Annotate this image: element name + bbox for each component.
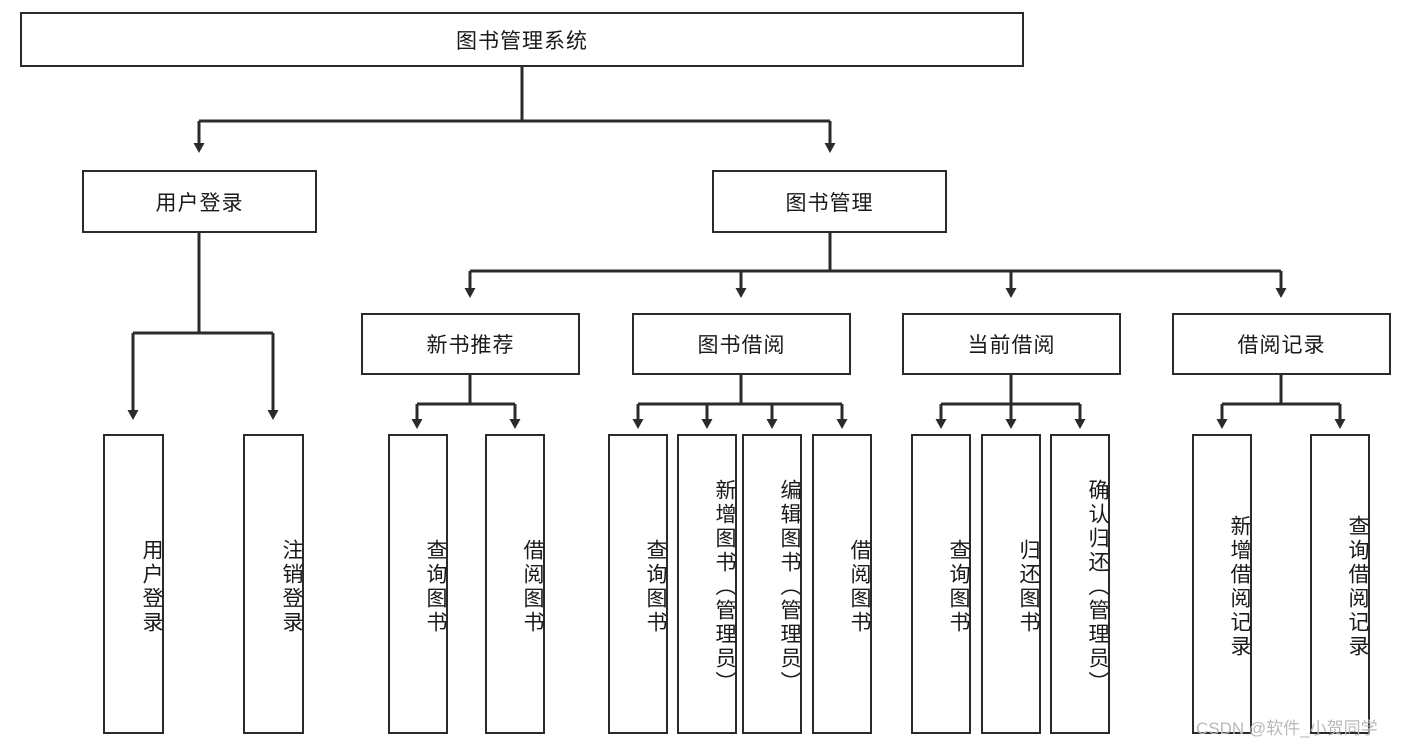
node-label: 查询借阅记录 bbox=[1346, 515, 1369, 659]
leaf-return-book[interactable]: 归还图书 bbox=[981, 434, 1041, 734]
leaf-edit-book-admin[interactable]: 编辑图书（管理员） bbox=[742, 434, 802, 734]
leaf-confirm-return-admin[interactable]: 确认归还（管理员） bbox=[1050, 434, 1110, 734]
leaf-query-book-recommend[interactable]: 查询图书 bbox=[388, 434, 448, 734]
node-book-borrow[interactable]: 图书借阅 bbox=[632, 313, 851, 375]
node-label: 确认归还（管理员） bbox=[1086, 479, 1109, 695]
node-label: 用户登录 bbox=[155, 191, 244, 215]
node-label: 查询图书 bbox=[424, 539, 447, 635]
node-label: 用户登录 bbox=[140, 539, 163, 635]
node-label: 新增借阅记录 bbox=[1228, 515, 1251, 659]
node-label: 查询图书 bbox=[947, 539, 970, 635]
leaf-add-book-admin[interactable]: 新增图书（管理员） bbox=[677, 434, 737, 734]
node-root-system[interactable]: 图书管理系统 bbox=[20, 12, 1024, 67]
leaf-add-borrow-record[interactable]: 新增借阅记录 bbox=[1192, 434, 1252, 734]
node-label: 图书管理系统 bbox=[456, 29, 588, 53]
node-label: 新增图书（管理员） bbox=[713, 479, 736, 695]
node-label: 新书推荐 bbox=[426, 334, 515, 357]
node-label: 借阅记录 bbox=[1237, 334, 1326, 357]
node-label: 当前借阅 bbox=[967, 334, 1056, 357]
node-current-borrow[interactable]: 当前借阅 bbox=[902, 313, 1121, 375]
node-label: 图书管理 bbox=[785, 191, 874, 215]
node-new-book-recommend[interactable]: 新书推荐 bbox=[361, 313, 580, 375]
node-label: 注销登录 bbox=[280, 539, 303, 635]
node-label: 图书借阅 bbox=[697, 334, 786, 357]
node-user-login[interactable]: 用户登录 bbox=[82, 170, 317, 233]
leaf-borrow-book[interactable]: 借阅图书 bbox=[812, 434, 872, 734]
leaf-query-book-borrow[interactable]: 查询图书 bbox=[608, 434, 668, 734]
leaf-logout[interactable]: 注销登录 bbox=[243, 434, 304, 734]
node-label: 借阅图书 bbox=[521, 539, 544, 635]
node-label: 编辑图书（管理员） bbox=[778, 479, 801, 695]
leaf-borrow-book-recommend[interactable]: 借阅图书 bbox=[485, 434, 545, 734]
node-borrow-records[interactable]: 借阅记录 bbox=[1172, 313, 1391, 375]
node-label: 归还图书 bbox=[1017, 539, 1040, 635]
leaf-query-book-current[interactable]: 查询图书 bbox=[911, 434, 971, 734]
node-label: 查询图书 bbox=[644, 539, 667, 635]
leaf-user-login[interactable]: 用户登录 bbox=[103, 434, 164, 734]
leaf-query-borrow-record[interactable]: 查询借阅记录 bbox=[1310, 434, 1370, 734]
node-label: 借阅图书 bbox=[848, 539, 871, 635]
node-book-management[interactable]: 图书管理 bbox=[712, 170, 947, 233]
watermark-text: CSDN @软件_小贺同学 bbox=[1196, 719, 1378, 738]
